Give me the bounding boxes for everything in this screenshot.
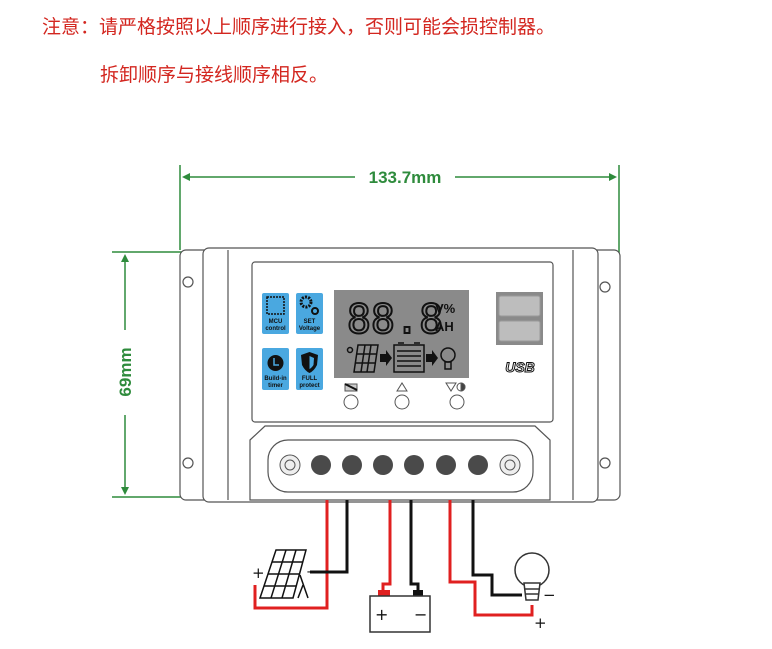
set-voltage-icon: SET Voltage [296,293,323,334]
svg-text:control: control [265,326,286,332]
svg-text:timer: timer [268,383,283,389]
terminal-solar-plus [311,455,331,475]
up-button[interactable] [394,394,410,410]
battery-negative-wire [409,500,420,592]
usb-icon: USB [505,359,535,375]
load-positive-wire [448,500,534,617]
load-minus-label: − [543,586,556,604]
svg-text:protect: protect [299,383,319,389]
terminal-load-minus [468,455,488,475]
bulb-lcd-icon [440,347,456,370]
full-protect-icon: FULL protect [296,348,323,390]
battery-plus-label: + [375,605,388,624]
lcd-digits: 88.8 [347,297,443,343]
svg-text:FULL: FULL [302,376,318,382]
terminal-battery-minus [404,455,424,475]
build-in-timer-icon: Build-in timer [262,348,289,390]
solar-panel-icon [258,549,309,599]
button-glyphs [344,382,466,392]
terminal-row [279,454,521,476]
solar-positive-wire [253,500,329,610]
lcd-unit-bottom: AH [435,319,454,334]
terminal-load-plus [436,455,456,475]
battery-icon [369,590,431,633]
width-label: 133.7mm [369,168,442,187]
arrow-icon [380,350,392,366]
load-plus-label: + [534,614,547,632]
svg-text:Build-in: Build-in [264,376,287,382]
load-negative-wire [471,500,522,597]
solar-minus-label: − [306,565,317,580]
mcu-control-icon: MCU control [262,293,289,334]
solar-plus-label: + [252,564,265,582]
usb-ports [496,292,543,345]
lcd-unit-top: V% [435,301,456,316]
svg-text:MCU: MCU [269,319,283,325]
notice-line-1: 注意：请严格按照以上顺序进行接入，否则可能会损控制器。 [42,16,556,38]
menu-button[interactable] [343,394,359,410]
battery-lcd-icon [393,342,425,373]
arrow-icon [426,350,438,366]
solar-panel-lcd-icon [346,344,379,373]
battery-positive-wire [381,500,392,592]
light-bulb-icon [514,552,550,601]
svg-text:SET: SET [304,319,316,325]
solar-negative-wire [310,500,349,574]
lcd-display: 88.8 V% AH [334,290,469,378]
terminal-solar-minus [342,455,362,475]
terminal-battery-plus [373,455,393,475]
svg-text:Voltage: Voltage [299,326,321,332]
notice-line-2: 拆卸顺序与接线顺序相反。 [100,64,329,86]
battery-minus-label: − [414,605,427,624]
down-light-button[interactable] [449,394,465,410]
height-label: 69mm [116,347,135,396]
wiring [253,500,534,617]
